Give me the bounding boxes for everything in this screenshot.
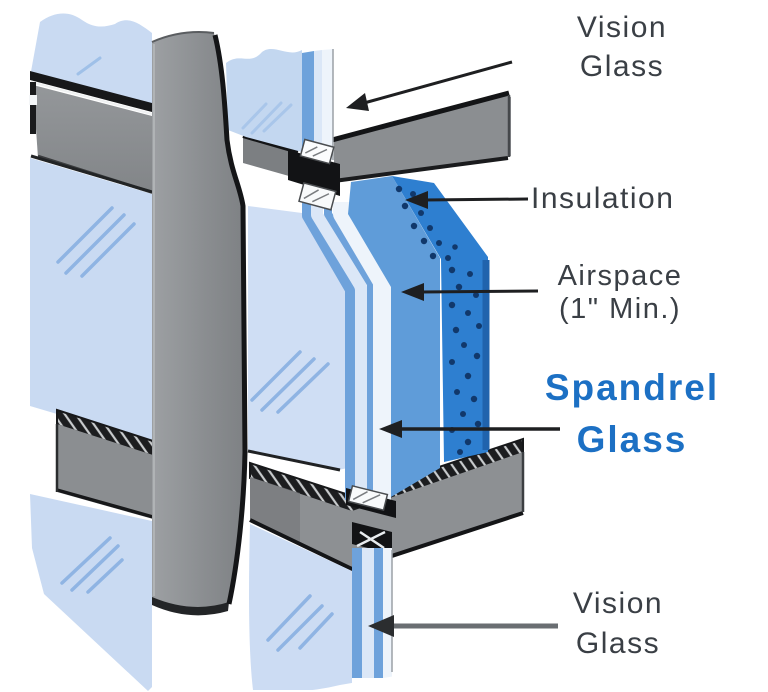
glass-reflection-lines — [56, 206, 136, 278]
arrow-to-spandrel-glass — [379, 420, 560, 438]
insulation-band — [392, 176, 488, 462]
label-vision-glass-bottom: Vision Glass — [572, 587, 664, 660]
glass-reflection-lines — [250, 350, 330, 414]
arrowhead-icon — [368, 615, 394, 637]
glazing-hardware — [347, 484, 389, 512]
bottom-vision-glass-section — [240, 524, 396, 692]
upper-left-transom — [29, 71, 153, 194]
label-vision-glass-top: Vision Glass — [576, 11, 668, 83]
glass-reflection-lines — [60, 536, 124, 594]
bottom-glazing-pockets — [346, 484, 396, 554]
label-airspace: Airspace (1" Min.) — [557, 260, 683, 325]
arrowhead-icon — [405, 191, 428, 209]
glass-reflection-lines — [241, 101, 293, 135]
glazing-hardware — [299, 138, 335, 165]
insulation-dots — [395, 185, 482, 455]
upper-right-transom — [242, 90, 511, 183]
top-glazing-pockets — [288, 138, 340, 211]
arrowhead-icon — [401, 283, 424, 301]
arrow-to-insulation — [405, 191, 529, 209]
label-spandrel-glass: Spandrel Glass — [544, 367, 720, 460]
arrowhead-icon — [379, 420, 402, 438]
vertical-mullion — [151, 31, 245, 616]
spandrel-assembly — [247, 176, 490, 500]
arrow-to-vision-glass-top — [346, 60, 513, 111]
arrow-to-vision-glass-bottom — [368, 615, 558, 637]
lower-left-transom — [55, 408, 154, 519]
glazing-hardware — [298, 181, 337, 211]
arrowhead-icon — [346, 93, 369, 111]
arrow-to-airspace — [401, 283, 539, 301]
label-insulation: Insulation — [531, 182, 675, 215]
glass-reflection-lines — [266, 594, 334, 652]
mullion-edge-outline — [212, 34, 248, 605]
airspace-region — [348, 176, 440, 497]
top-vision-glass-section — [226, 49, 334, 160]
